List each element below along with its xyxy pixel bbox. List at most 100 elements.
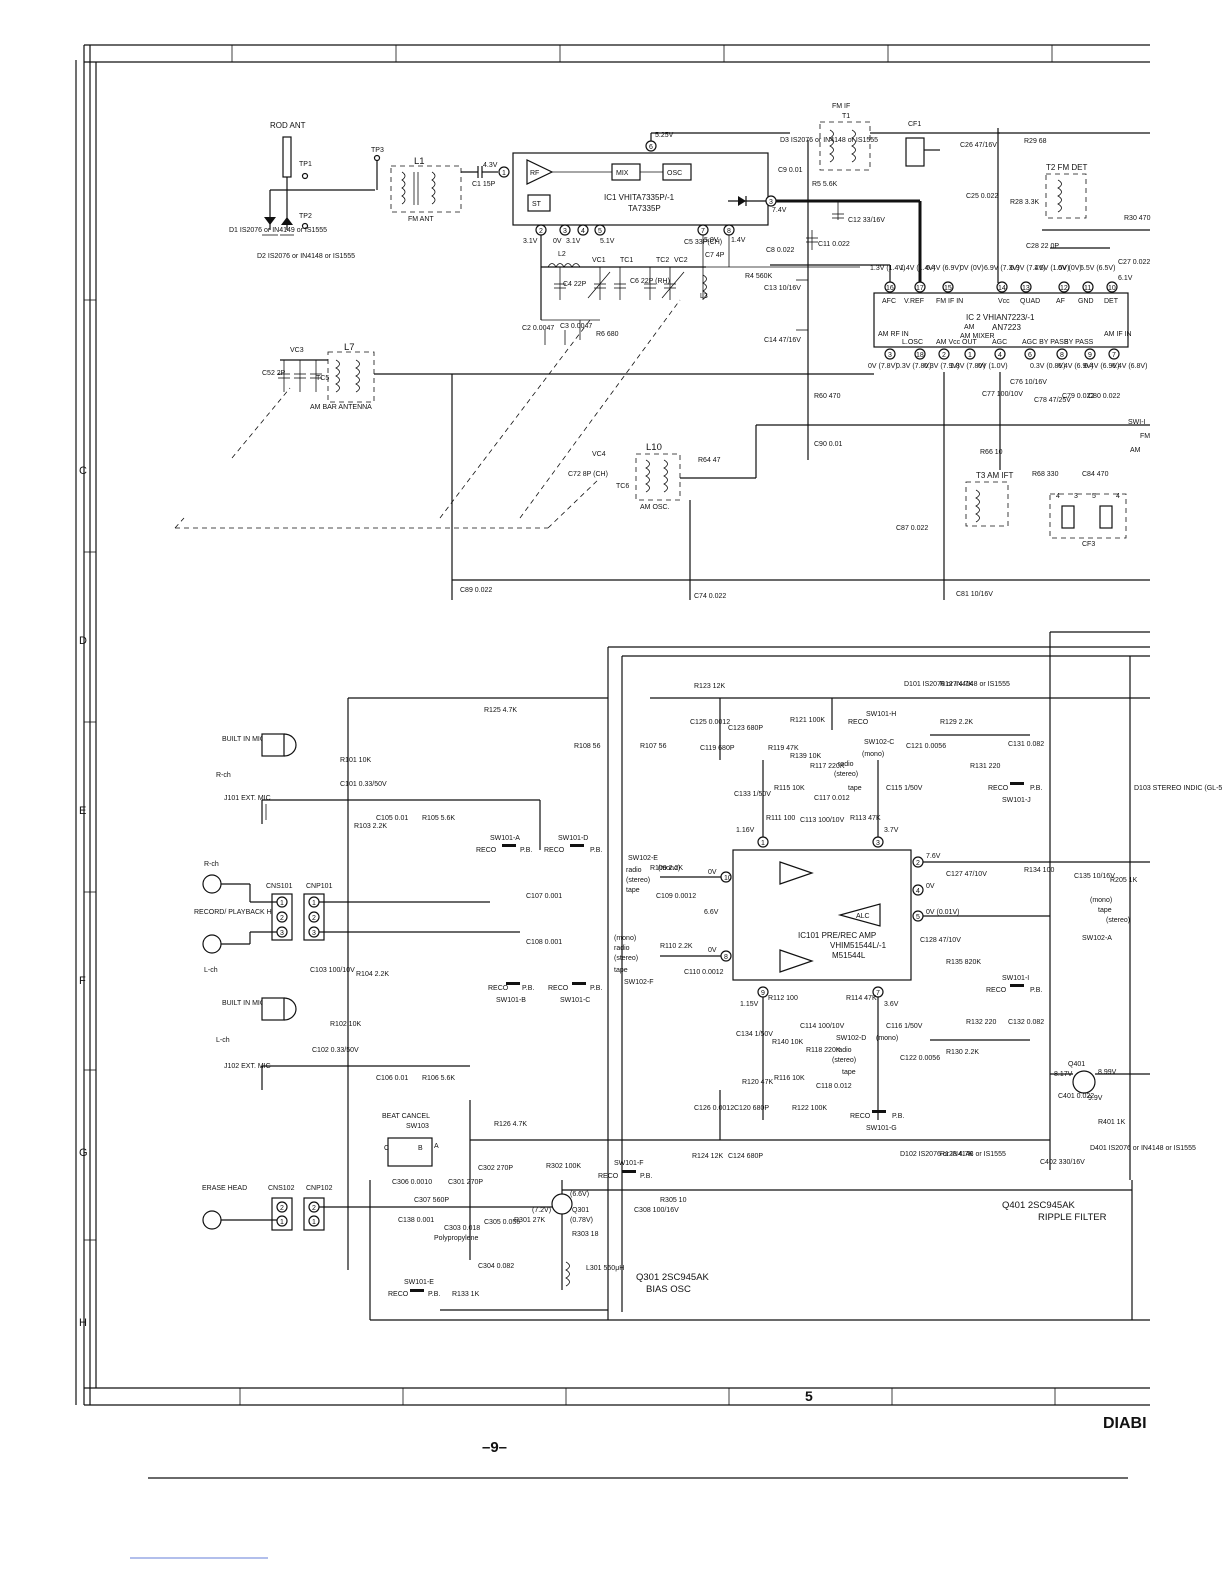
svg-text:(stereo): (stereo) — [1106, 917, 1130, 924]
svg-text:R117 220K: R117 220K — [810, 763, 845, 770]
svg-text:2: 2 — [312, 915, 316, 922]
svg-text:C4 22P: C4 22P — [563, 281, 587, 288]
svg-text:SW102-C: SW102-C — [864, 739, 894, 746]
svg-text:3: 3 — [888, 352, 892, 359]
mic-input-section: BUILT IN MIC R-ch J101 EXT. MIC R101 10K… — [216, 697, 667, 1270]
row-letter-h: H — [79, 1317, 87, 1329]
svg-text:R66 10: R66 10 — [980, 449, 1003, 456]
svg-text:R64 47: R64 47 — [698, 457, 721, 464]
svg-text:R116 10K: R116 10K — [774, 1075, 805, 1082]
svg-text:RECO: RECO — [850, 1113, 871, 1120]
svg-text:A: A — [434, 1143, 439, 1150]
svg-text:TC1: TC1 — [620, 257, 633, 264]
svg-text:VHIM51544L/-1: VHIM51544L/-1 — [830, 941, 887, 950]
svg-text:R6 680: R6 680 — [596, 331, 619, 338]
svg-text:1: 1 — [280, 900, 284, 907]
svg-text:6.1V: 6.1V — [1118, 275, 1133, 282]
svg-text:C26 47/16V: C26 47/16V — [960, 142, 997, 149]
svg-text:C138 0.001: C138 0.001 — [398, 1217, 434, 1224]
svg-text:VC4: VC4 — [592, 451, 606, 458]
svg-text:RECO: RECO — [488, 985, 509, 992]
svg-text:7.6V: 7.6V — [926, 853, 941, 860]
svg-text:radio: radio — [838, 761, 854, 768]
svg-text:C127 47/10V: C127 47/10V — [946, 871, 987, 878]
svg-text:C102 0.33/50V: C102 0.33/50V — [312, 1047, 359, 1054]
svg-text:1.5V (1.5V): 1.5V (1.5V) — [1034, 265, 1069, 272]
svg-text:C9 0.01: C9 0.01 — [778, 167, 803, 174]
svg-text:C135 10/16V: C135 10/16V — [1074, 873, 1115, 880]
svg-text:J101 EXT. MIC: J101 EXT. MIC — [224, 795, 271, 802]
ic2-block: IC 2 VHIAN7223/-1 AN7223 AM AFC V.REF FM… — [770, 264, 1147, 404]
svg-text:tape: tape — [848, 785, 862, 792]
svg-text:VC2: VC2 — [674, 257, 688, 264]
svg-text:R121 100K: R121 100K — [790, 717, 825, 724]
svg-text:C106 0.01: C106 0.01 — [376, 1075, 408, 1082]
svg-text:IC101 PRE/REC AMP: IC101 PRE/REC AMP — [798, 931, 876, 940]
svg-text:5.1V: 5.1V — [600, 238, 615, 245]
svg-text:1.16V: 1.16V — [736, 827, 755, 834]
svg-text:tape: tape — [1098, 907, 1112, 914]
row-letter-g: G — [79, 1147, 88, 1159]
svg-text:TC2: TC2 — [656, 257, 669, 264]
svg-text:C2 0.0047: C2 0.0047 — [522, 325, 554, 332]
svg-text:17: 17 — [916, 285, 924, 292]
svg-text:3: 3 — [769, 199, 773, 206]
svg-text:R60 470: R60 470 — [814, 393, 841, 400]
svg-text:TC5: TC5 — [316, 375, 329, 382]
svg-text:C121 0.0056: C121 0.0056 — [906, 743, 946, 750]
svg-text:SW101-C: SW101-C — [560, 997, 590, 1004]
svg-text:C14 47/16V: C14 47/16V — [764, 337, 801, 344]
svg-text:R139 10K: R139 10K — [790, 753, 821, 760]
svg-text:D101 IS2076 or IN4148 or IS155: D101 IS2076 or IN4148 or IS1555 — [904, 681, 1010, 688]
svg-text:C114 100/10V: C114 100/10V — [800, 1023, 845, 1030]
svg-text:0.3V (7.9V): 0.3V (7.9V) — [924, 363, 959, 370]
rod-ant-label: ROD ANT — [270, 121, 306, 130]
svg-text:R401 1K: R401 1K — [1098, 1119, 1126, 1126]
svg-text:R134 100: R134 100 — [1024, 867, 1054, 874]
svg-text:T3 AM IFT: T3 AM IFT — [976, 471, 1013, 480]
svg-text:C76 10/16V: C76 10/16V — [1010, 379, 1047, 386]
svg-text:T1: T1 — [842, 113, 850, 120]
svg-text:P.B.: P.B. — [590, 847, 602, 854]
svg-text:1: 1 — [502, 170, 506, 177]
svg-text:8: 8 — [724, 954, 728, 961]
svg-text:radio: radio — [614, 945, 630, 952]
svg-text:R106 5.6K: R106 5.6K — [422, 1075, 455, 1082]
svg-text:C27 0.022: C27 0.022 — [1118, 259, 1150, 266]
svg-text:C79 0.022: C79 0.022 — [1062, 393, 1094, 400]
svg-text:C131 0.082: C131 0.082 — [1008, 741, 1044, 748]
svg-text:C: C — [384, 1145, 389, 1152]
svg-text:15: 15 — [944, 285, 952, 292]
svg-text:L2: L2 — [558, 251, 566, 258]
c1-label: C1 15P — [472, 181, 496, 188]
svg-text:RECO: RECO — [986, 987, 1007, 994]
svg-text:C133 1/50V: C133 1/50V — [734, 791, 771, 798]
svg-text:6.4V (6.8V): 6.4V (6.8V) — [1112, 363, 1147, 370]
svg-text:P.B.: P.B. — [1030, 987, 1042, 994]
ic1-name: IC1 VHITA7335P/-1 — [604, 193, 675, 202]
svg-text:3.1V: 3.1V — [566, 238, 581, 245]
svg-text:C103 100/10V: C103 100/10V — [310, 967, 355, 974]
svg-text:18: 18 — [916, 352, 924, 359]
svg-text:5: 5 — [598, 228, 602, 235]
svg-text:AFC: AFC — [882, 298, 896, 305]
svg-text:8.99V: 8.99V — [1098, 1069, 1117, 1076]
svg-text:R302 100K: R302 100K — [546, 1163, 581, 1170]
svg-text:C12 33/16V: C12 33/16V — [848, 217, 885, 224]
svg-text:(stereo): (stereo) — [626, 877, 650, 884]
svg-text:C25 0.022: C25 0.022 — [966, 193, 998, 200]
fm-ant-label: FM ANT — [408, 216, 434, 223]
svg-text:P.B.: P.B. — [892, 1113, 904, 1120]
svg-text:SW102-A: SW102-A — [1082, 935, 1112, 942]
v43-label: 4.3V — [483, 162, 498, 169]
svg-text:AM OSC.: AM OSC. — [640, 504, 670, 511]
svg-text:C126 0.0012: C126 0.0012 — [694, 1105, 734, 1112]
svg-text:C119 680P: C119 680P — [700, 745, 735, 752]
svg-text:6.6V: 6.6V — [704, 909, 719, 916]
svg-text:R29 68: R29 68 — [1024, 138, 1047, 145]
svg-text:1: 1 — [280, 1219, 284, 1226]
svg-text:C52 2P: C52 2P — [262, 370, 286, 377]
svg-text:4: 4 — [581, 228, 585, 235]
d2-label: D2 IS2076 or IN4148 or IS1555 — [257, 253, 355, 260]
svg-text:R104 2.2K: R104 2.2K — [356, 971, 389, 978]
